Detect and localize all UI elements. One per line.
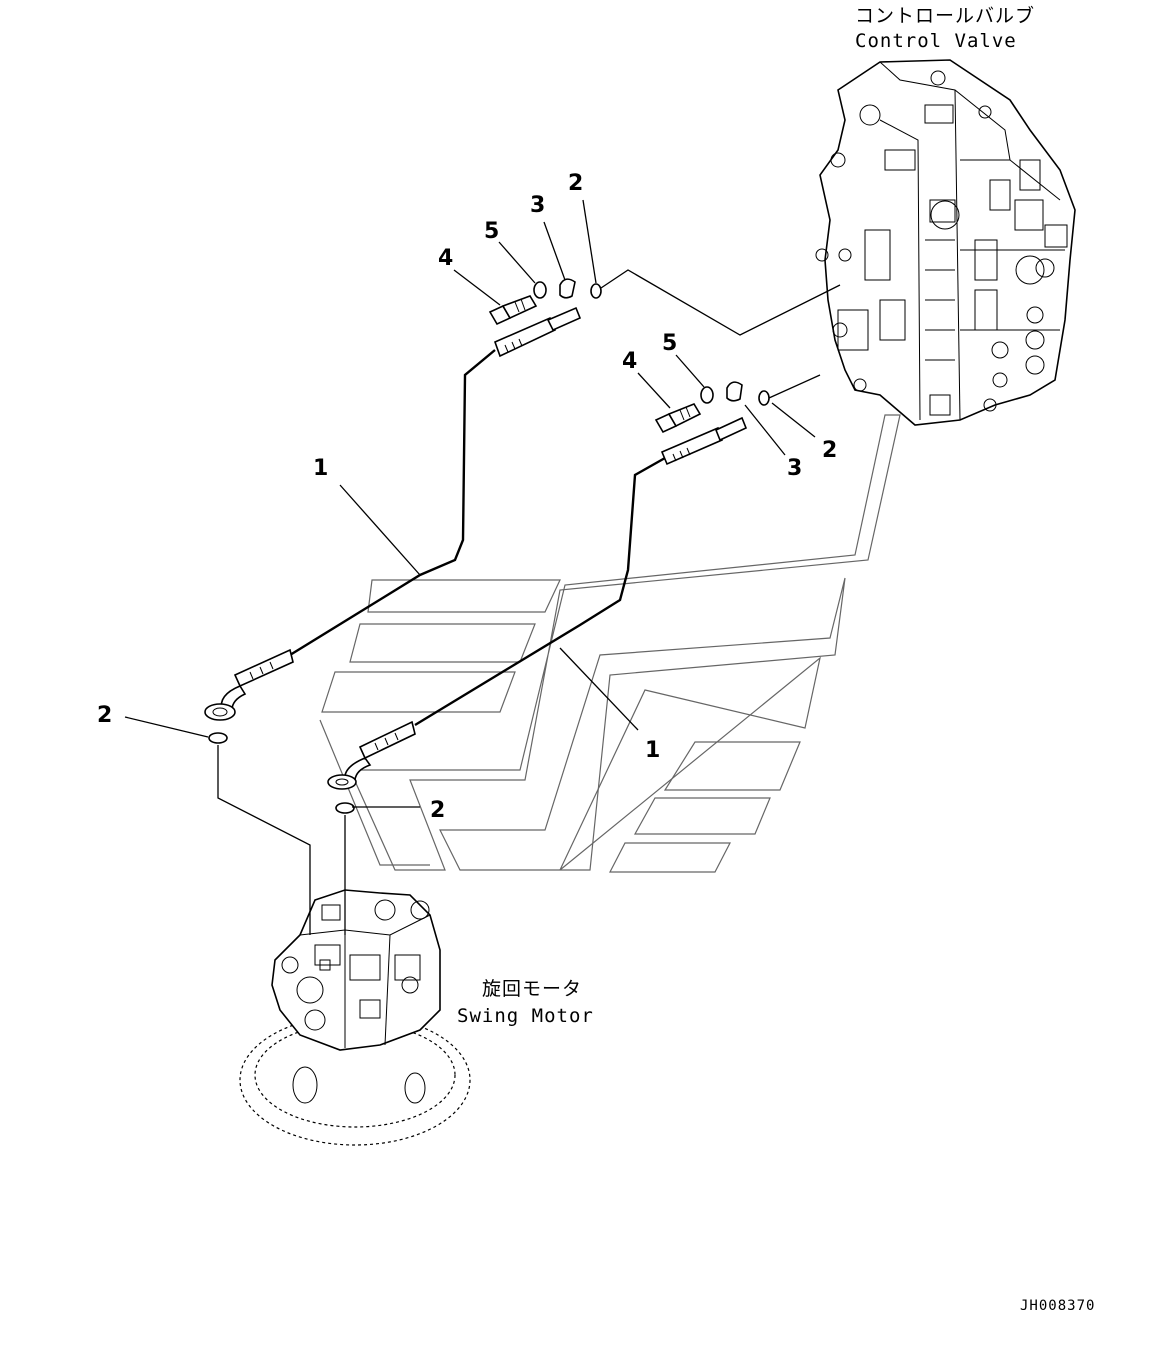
callout-oring-bottom: 2 bbox=[430, 798, 445, 823]
callout-hose-upper: 1 bbox=[313, 456, 328, 481]
leader-lines bbox=[124, 199, 816, 808]
hose-lower bbox=[327, 416, 748, 790]
washer-top bbox=[533, 281, 547, 299]
oring-left bbox=[208, 732, 228, 744]
clamp-top bbox=[559, 278, 576, 299]
bolt-right bbox=[654, 403, 702, 434]
hose-upper bbox=[204, 306, 582, 721]
callout-bolt-top: 4 bbox=[438, 246, 453, 271]
oring-right bbox=[758, 390, 770, 406]
swing-motor-label-jp: 旋回モータ bbox=[482, 978, 582, 1000]
oring-bottom bbox=[335, 802, 355, 814]
callout-clamp-top: 3 bbox=[530, 193, 545, 218]
control-valve-drawing bbox=[815, 59, 1076, 426]
callout-washer-right: 5 bbox=[662, 331, 677, 356]
swing-motor-drawing bbox=[239, 889, 471, 1146]
control-valve-label-en: Control Valve bbox=[855, 30, 1017, 52]
callout-oring-right: 2 bbox=[822, 438, 837, 463]
callout-clamp-right: 3 bbox=[787, 456, 802, 481]
callout-washer-top: 5 bbox=[484, 219, 499, 244]
callout-oring-top: 2 bbox=[568, 171, 583, 196]
washer-right bbox=[700, 386, 714, 404]
connection-lines bbox=[217, 269, 841, 935]
clamp-right bbox=[726, 381, 743, 402]
control-valve-label-jp: コントロールバルブ bbox=[855, 4, 1035, 27]
watermark-logo bbox=[319, 414, 901, 873]
swing-motor-label-en: Swing Motor bbox=[457, 1005, 594, 1027]
callout-hose-lower: 1 bbox=[645, 738, 660, 763]
drawing-code: JH008370 bbox=[1020, 1298, 1095, 1314]
bolt-top bbox=[488, 295, 538, 326]
oring-top bbox=[590, 283, 602, 299]
callout-oring-left: 2 bbox=[97, 703, 112, 728]
callout-bolt-right: 4 bbox=[622, 349, 637, 374]
